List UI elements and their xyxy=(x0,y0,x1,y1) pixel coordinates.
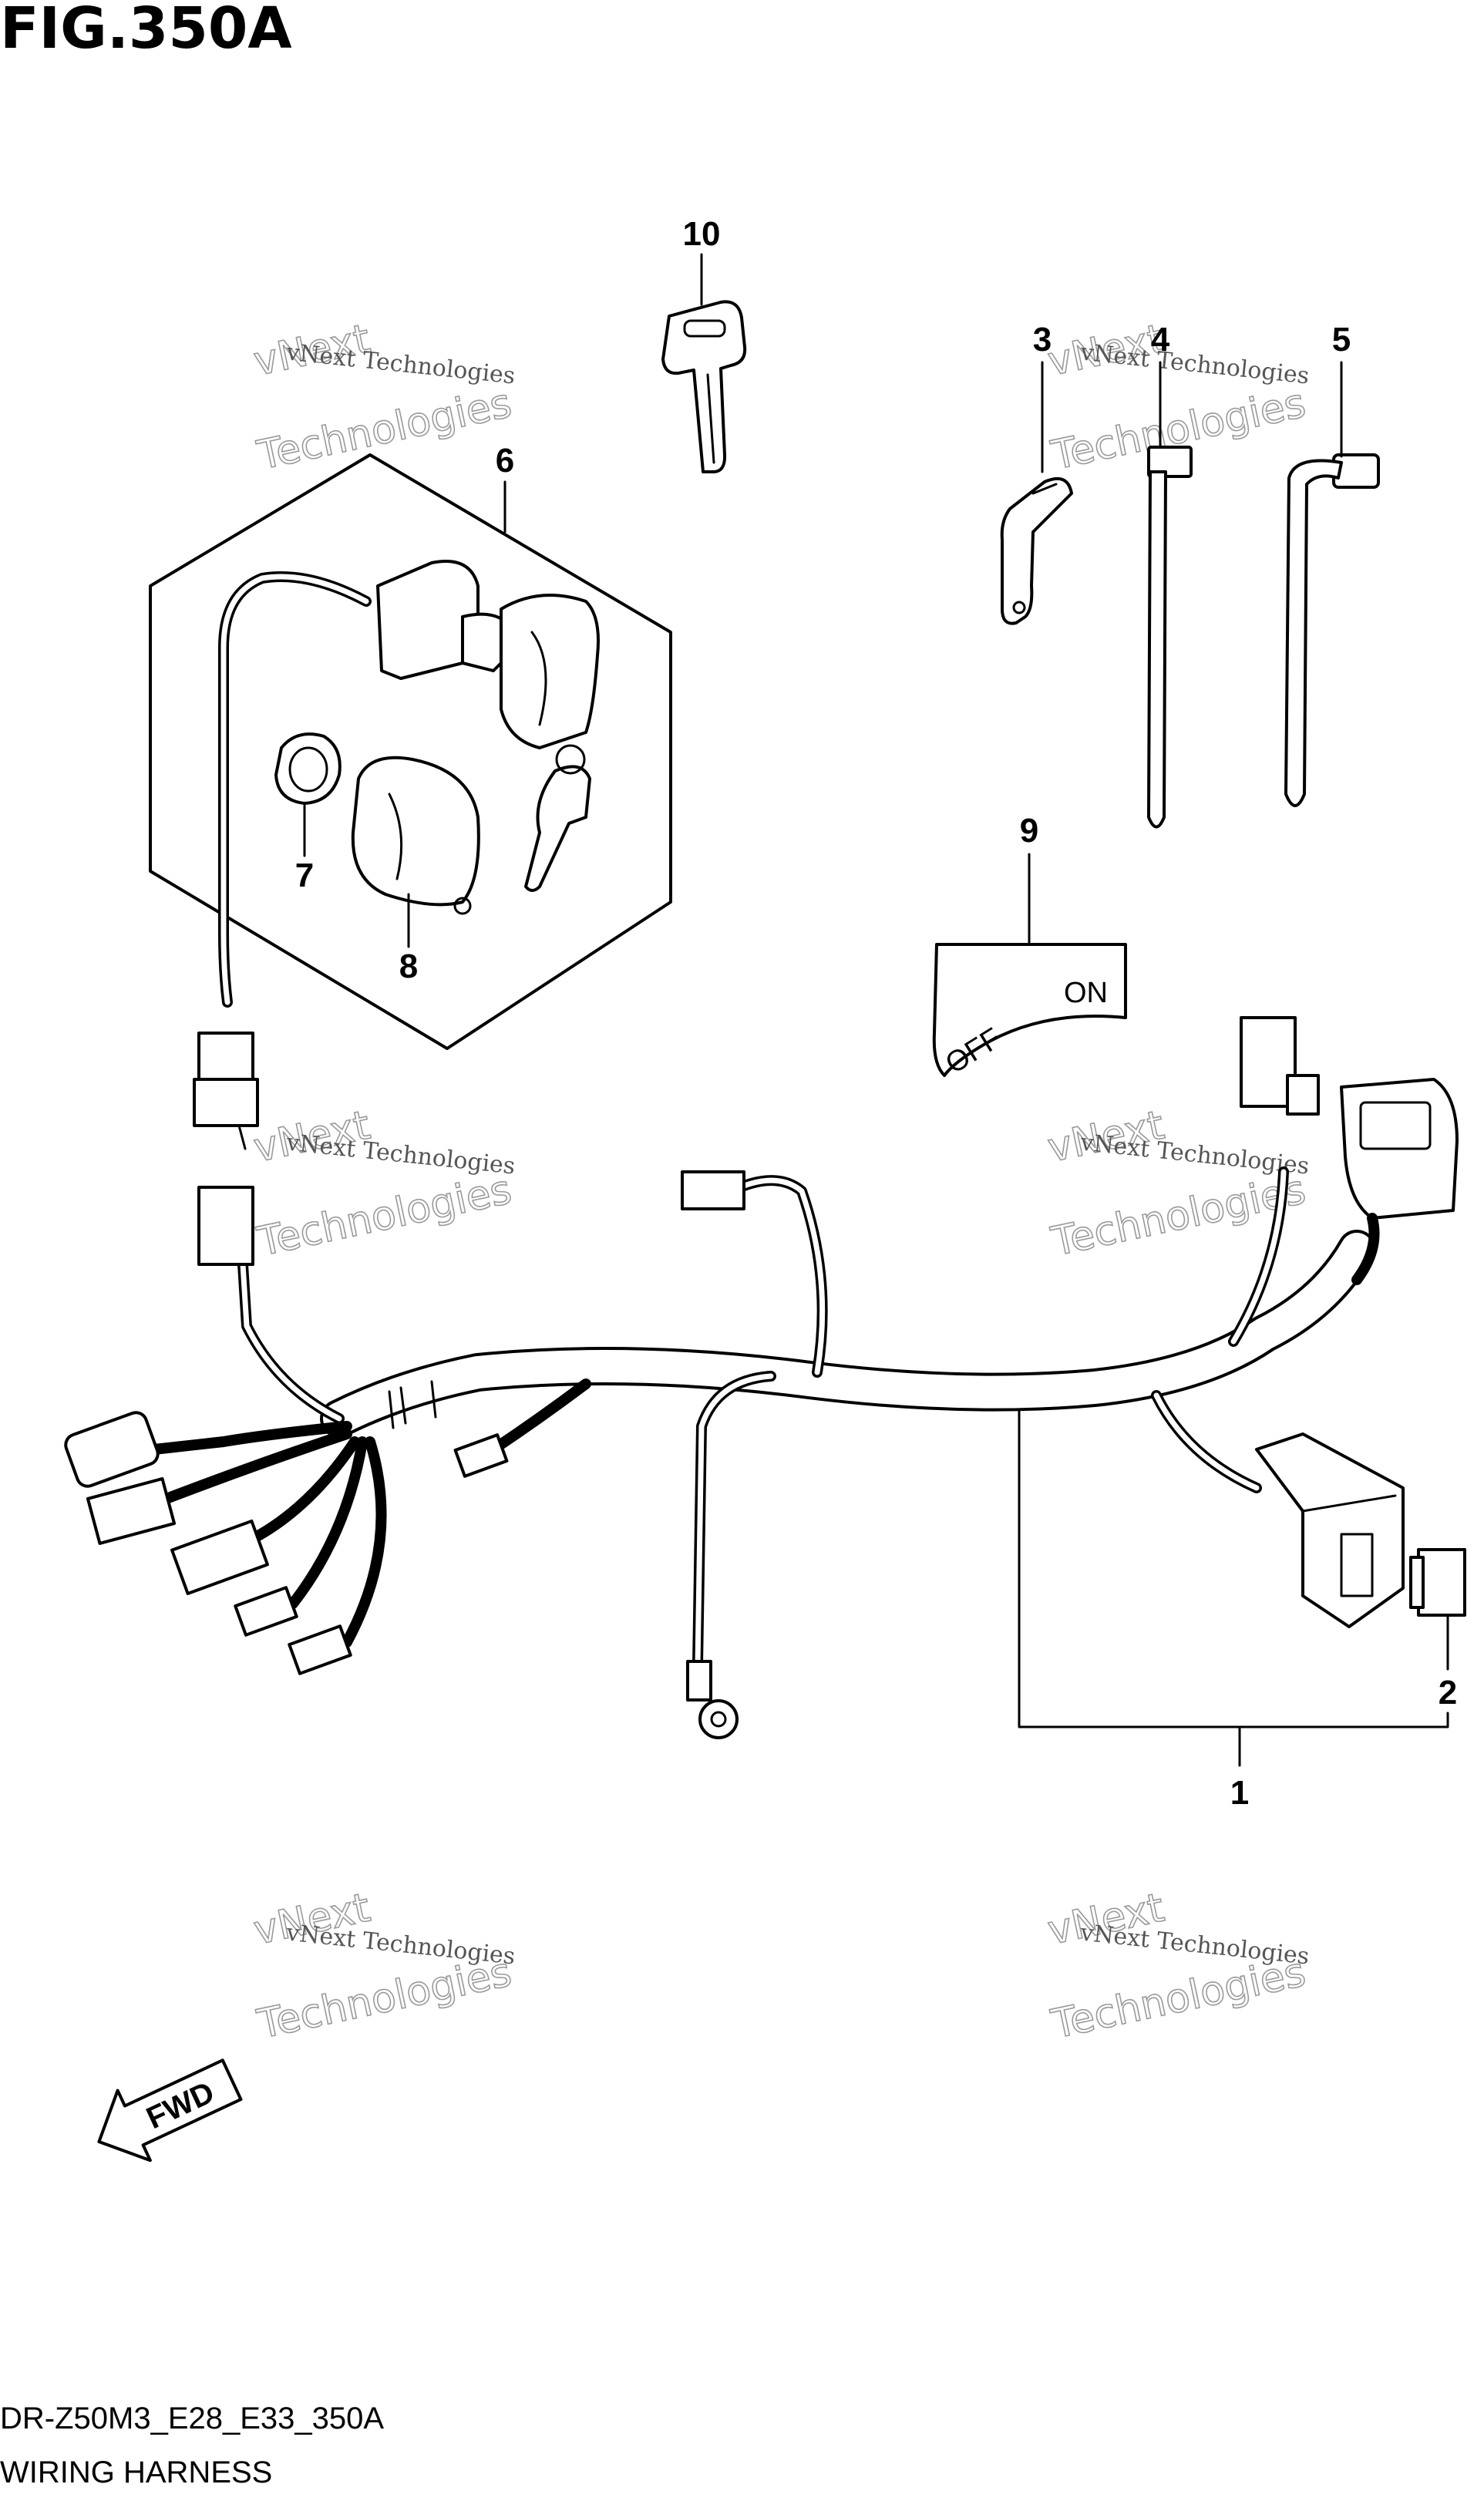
figure-title: FIG.350A xyxy=(0,0,292,62)
callout-3: 3 xyxy=(1033,321,1052,358)
part-2-fuse xyxy=(1409,1548,1466,1617)
decal-on-text: ON xyxy=(1064,977,1108,1009)
part-4-cable-tie xyxy=(1147,446,1193,829)
model-code: DR-Z50M3_E28_E33_350A xyxy=(0,2402,384,2435)
callout-2: 2 xyxy=(1439,1674,1457,1712)
watermark-small: vNext Technologies xyxy=(284,338,517,389)
watermark-small: vNext Technologies xyxy=(1079,1919,1311,1970)
watermark-5: vNext Technologies vNext Technologies xyxy=(249,1884,517,2049)
watermark-small: vNext Technologies xyxy=(1079,338,1311,389)
part-8-cover xyxy=(351,756,480,915)
ignition-switch-connector xyxy=(193,1032,259,1150)
part-9-off-on-decal: OFF ON xyxy=(932,943,1127,1080)
fwd-arrow: FWD xyxy=(97,2058,243,2163)
part-6-ignition-switch-assembly xyxy=(149,453,672,1050)
callout-8: 8 xyxy=(399,948,418,985)
part-7-nut xyxy=(274,732,342,805)
part-3-clamp xyxy=(1000,477,1073,625)
watermark-small: vNext Technologies xyxy=(284,1129,517,1180)
part-5-clamp-band xyxy=(1284,453,1380,807)
callout-9: 9 xyxy=(1020,812,1038,850)
callout-6: 6 xyxy=(496,442,514,480)
watermark-small: vNext Technologies xyxy=(1079,1129,1311,1180)
watermark-small: vNext Technologies xyxy=(284,1919,517,1970)
section-title: WIRING HARNESS xyxy=(0,2455,272,2489)
assembly-outline xyxy=(149,453,672,1050)
watermark-3: vNext Technologies vNext Technologies xyxy=(249,1102,517,1267)
callout-4: 4 xyxy=(1151,321,1170,358)
part-10-key xyxy=(661,300,747,473)
callout-5: 5 xyxy=(1332,321,1351,358)
callout-10: 10 xyxy=(683,215,721,253)
callout-7: 7 xyxy=(295,857,314,894)
part-1-wiring-harness xyxy=(64,1016,1459,1739)
bracket-leader-1 xyxy=(1018,1409,1449,1728)
watermark-1: vNext Technologies vNext Technologies xyxy=(249,315,517,480)
callout-1: 1 xyxy=(1230,1774,1249,1812)
watermark-big-bottom: Technologies xyxy=(254,1166,516,1265)
watermark-6: vNext Technologies vNext Technologies xyxy=(1043,1884,1311,2049)
